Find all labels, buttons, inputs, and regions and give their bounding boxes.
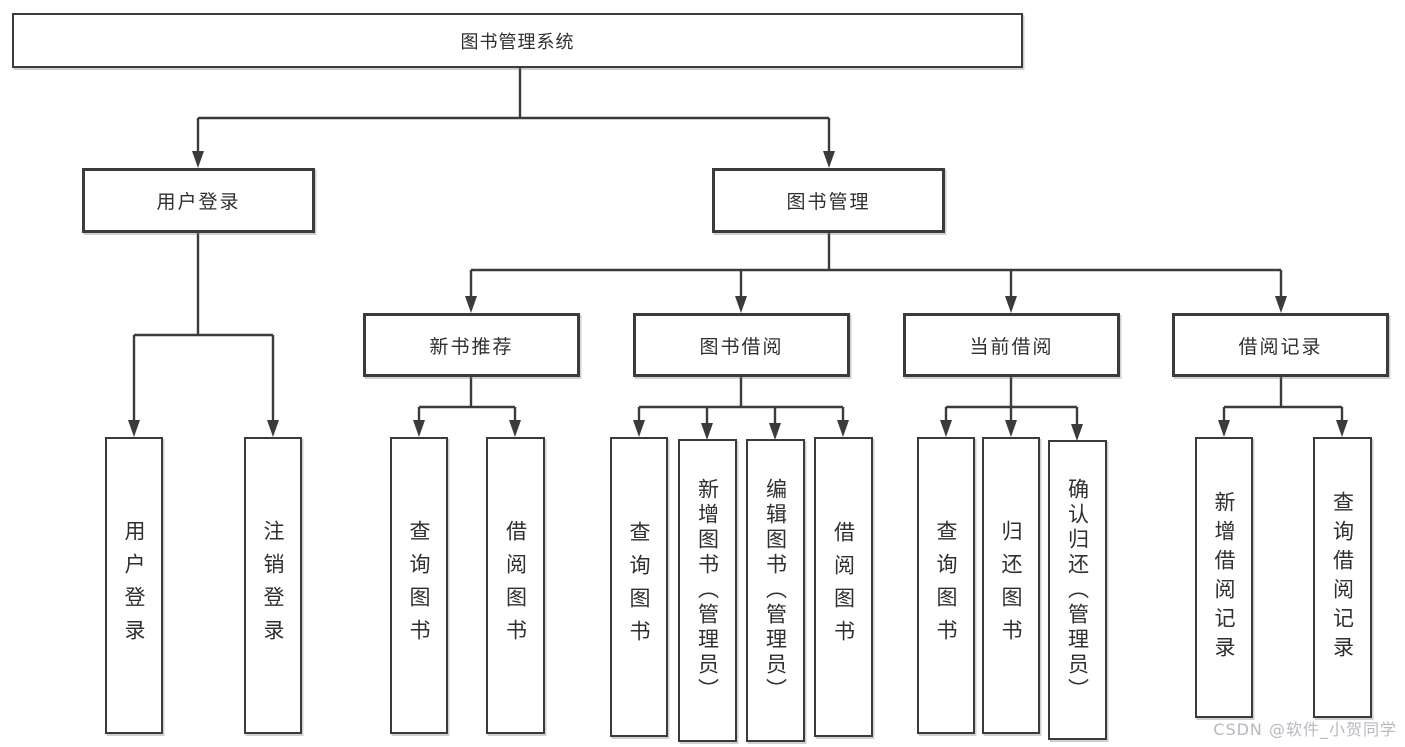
- node-book-management-label: 图书管理: [786, 191, 871, 213]
- leaf-newbook-query-books-label: 查询图书: [407, 519, 431, 652]
- leaf-current-return-books-label: 归还图书: [999, 519, 1023, 652]
- leaf-borrow-add-books-admin: 新增图书（管理员）: [678, 439, 737, 742]
- node-root-label: 图书管理系统: [460, 31, 575, 53]
- leaf-logout-label: 注销登录: [261, 519, 285, 652]
- leaf-records-query-record: 查询借阅记录: [1313, 437, 1372, 718]
- leaf-borrow-edit-books-admin-label: 编辑图书（管理员）: [763, 478, 788, 703]
- leaf-borrow-borrow-books-label: 借阅图书: [831, 521, 856, 653]
- leaf-borrow-edit-books-admin: 编辑图书（管理员）: [746, 439, 805, 742]
- leaf-user-login: 用户登录: [105, 437, 163, 734]
- node-book-borrowing-label: 图书借阅: [699, 335, 784, 358]
- leaf-borrow-borrow-books: 借阅图书: [814, 437, 873, 737]
- leaf-logout: 注销登录: [244, 437, 302, 734]
- node-root: 图书管理系统: [12, 13, 1023, 68]
- leaf-current-confirm-return-admin: 确认归还（管理员）: [1048, 440, 1107, 740]
- leaf-records-add-record: 新增借阅记录: [1195, 437, 1253, 718]
- node-new-book-recommend-label: 新书推荐: [429, 335, 514, 358]
- leaf-borrow-query-books-label: 查询图书: [627, 521, 651, 653]
- node-borrowing-records: 借阅记录: [1172, 313, 1389, 377]
- leaf-current-confirm-return-admin-label: 确认归还（管理员）: [1065, 477, 1090, 703]
- watermark: CSDN @软件_小贺同学: [1213, 720, 1397, 739]
- node-user-login-label: 用户登录: [156, 191, 241, 213]
- leaf-borrow-add-books-admin-label: 新增图书（管理员）: [695, 478, 720, 703]
- leaf-records-add-record-label: 新增借阅记录: [1212, 490, 1236, 665]
- leaf-newbook-query-books: 查询图书: [390, 437, 448, 734]
- leaf-current-return-books: 归还图书: [982, 437, 1040, 734]
- node-current-borrowing-label: 当前借阅: [969, 335, 1054, 358]
- node-book-borrowing: 图书借阅: [633, 313, 850, 377]
- node-current-borrowing: 当前借阅: [903, 313, 1120, 377]
- node-borrowing-records-label: 借阅记录: [1238, 335, 1323, 358]
- leaf-user-login-label: 用户登录: [122, 519, 146, 652]
- leaf-newbook-borrow-books: 借阅图书: [486, 437, 545, 734]
- node-user-login: 用户登录: [82, 168, 315, 233]
- leaf-current-query-books: 查询图书: [917, 437, 975, 734]
- leaf-current-query-books-label: 查询图书: [934, 519, 958, 652]
- leaf-newbook-borrow-books-label: 借阅图书: [503, 519, 528, 652]
- leaf-borrow-query-books: 查询图书: [610, 437, 668, 737]
- node-new-book-recommend: 新书推荐: [363, 313, 580, 377]
- leaf-records-query-record-label: 查询借阅记录: [1330, 490, 1355, 665]
- node-book-management: 图书管理: [712, 168, 945, 233]
